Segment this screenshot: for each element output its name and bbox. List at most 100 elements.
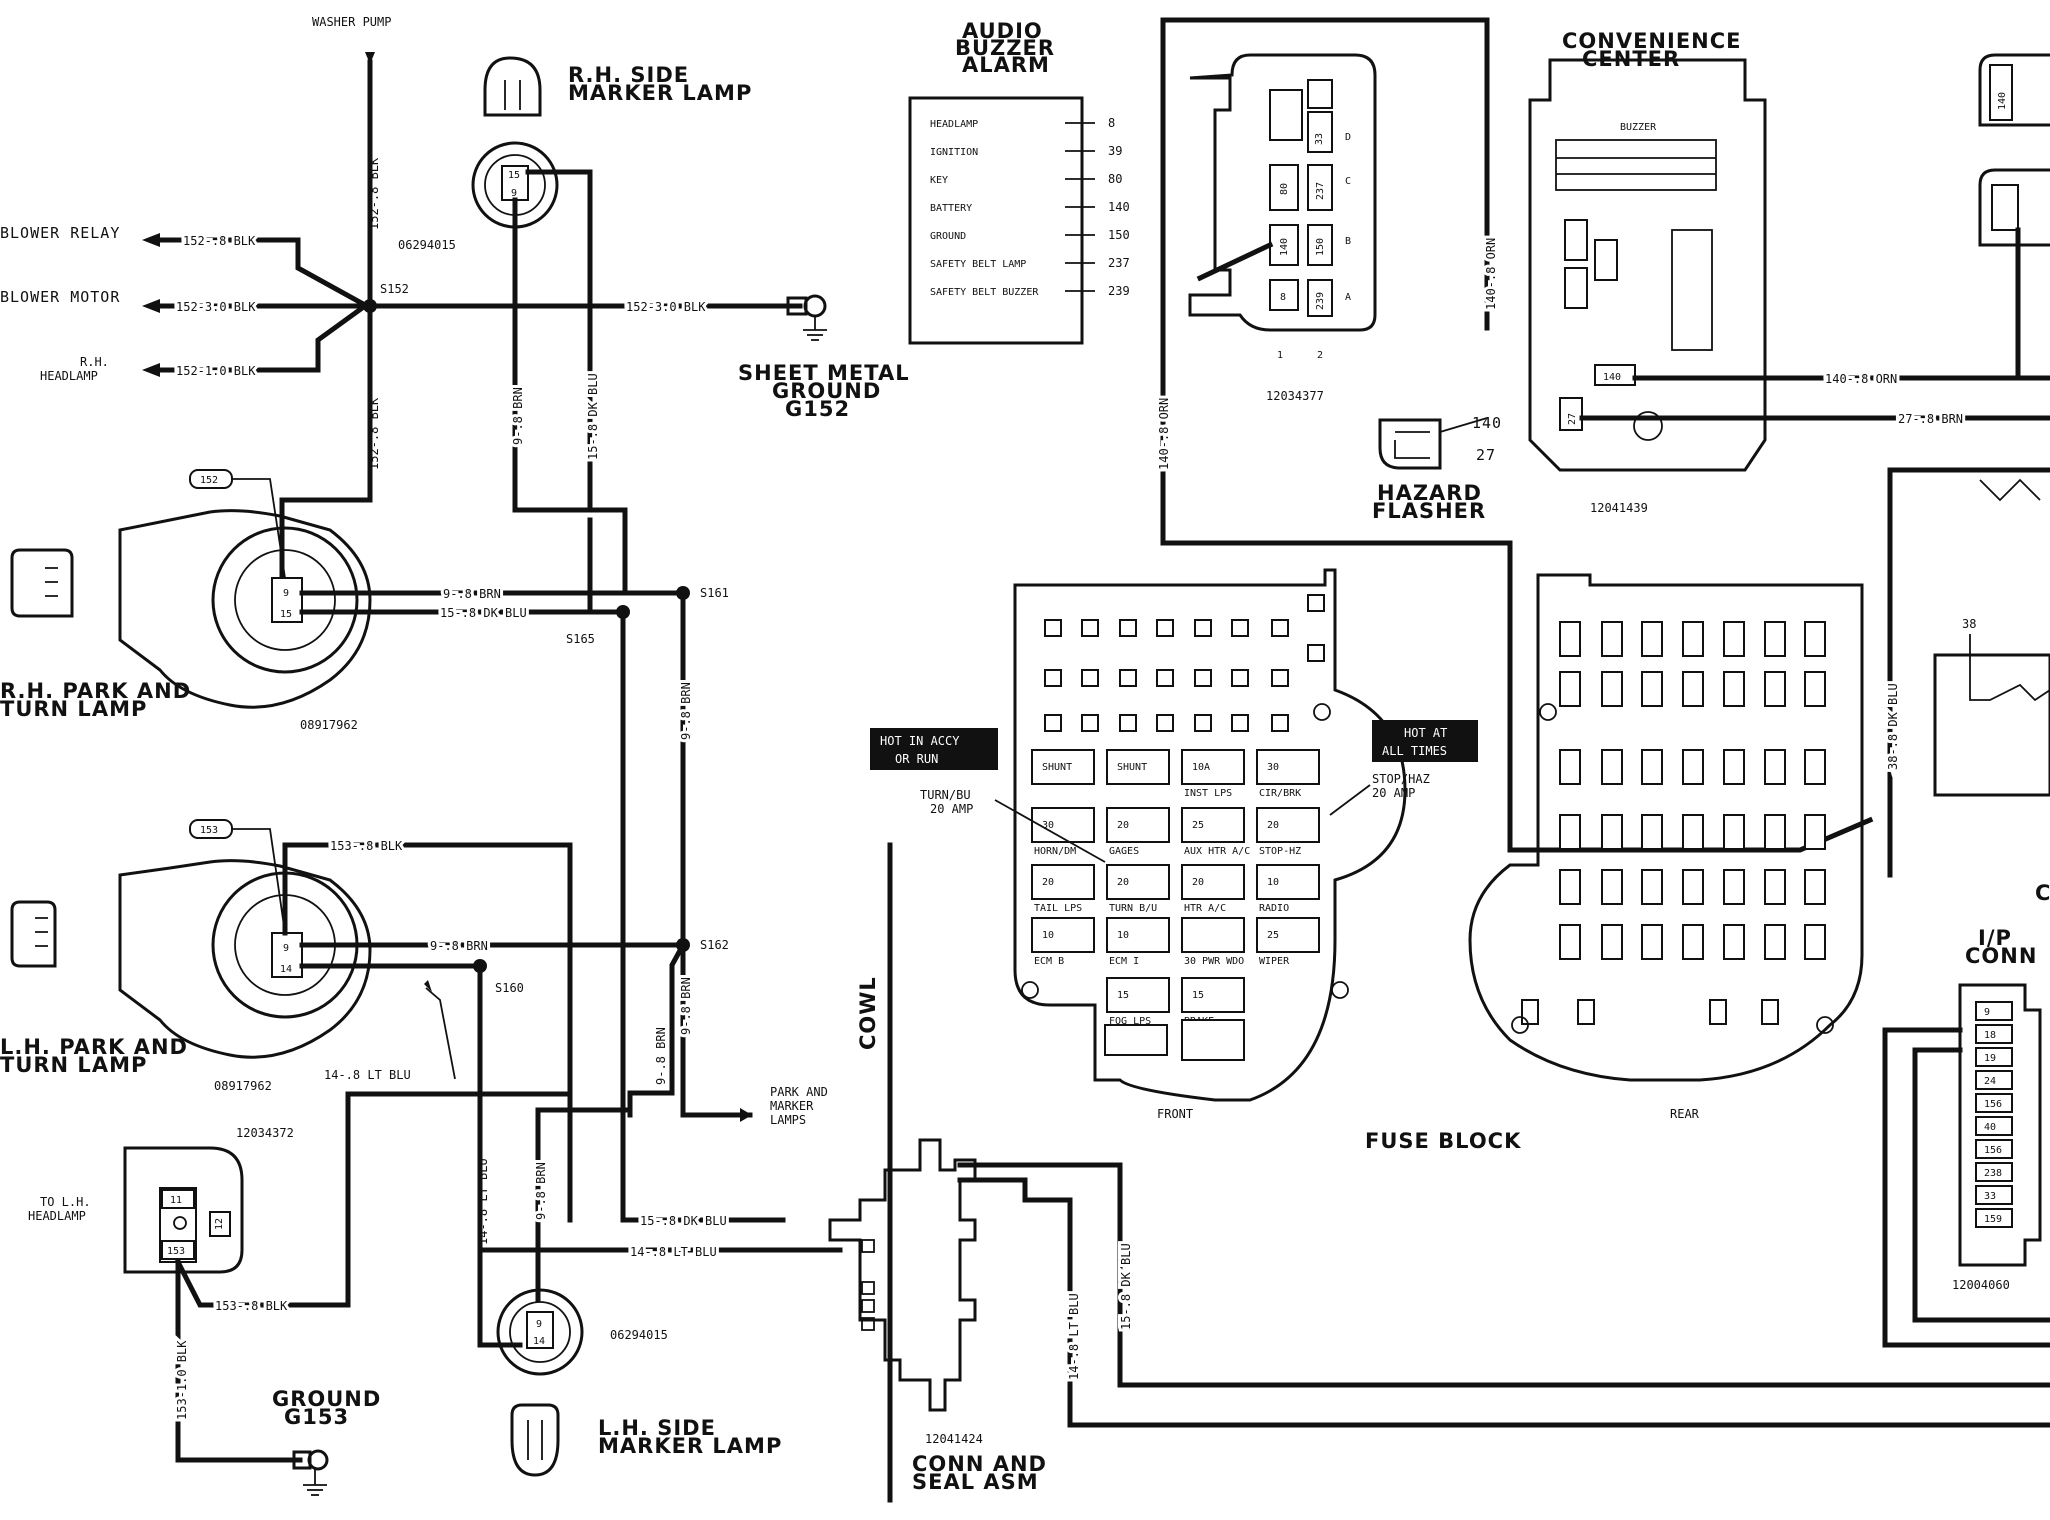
- conv-center-outline: [1528, 58, 1767, 472]
- fuse-name: ECM I: [1109, 956, 1139, 967]
- wire-153-1-blk: [175, 1259, 303, 1463]
- fuse-block-label: FUSE BLOCK: [1365, 1129, 1521, 1153]
- hazard-flasher-l1: HAZARD: [1377, 481, 1482, 505]
- conv-fuse-area: [1671, 229, 1713, 351]
- stop-haz-leader: [1329, 784, 1371, 816]
- lh-marker-pin-14: 14: [533, 1336, 545, 1347]
- audio-buzzer-l2: BUZZER: [955, 36, 1055, 60]
- fuse-amp: 20: [1042, 877, 1054, 888]
- tag-153-leader: [232, 828, 286, 934]
- relay-slot-a: [1269, 89, 1303, 141]
- wire-9-8-brn-v3: 9-.8 BRN: [679, 977, 693, 1035]
- fuse-amp: 10: [1042, 930, 1054, 941]
- lh-park-pin-9: 9: [283, 943, 289, 954]
- sheet-metal-ground-l3: G152: [785, 397, 850, 421]
- ltblu-leader-arrow: [424, 980, 432, 992]
- rear-terminal: [1804, 924, 1826, 960]
- ip-pin: [1975, 1208, 2013, 1228]
- buzzer-pin-name: IGNITION: [930, 147, 978, 158]
- rear-terminal: [1764, 814, 1786, 850]
- buzzer-pin-number: 150: [1108, 228, 1130, 242]
- right-relay-diamond: [1979, 478, 2041, 502]
- relay-150-label: 150: [1315, 238, 1326, 256]
- fuse-slot: [1256, 749, 1320, 785]
- relay-slot-239: [1307, 279, 1333, 317]
- relay-140-label: 140: [1279, 238, 1290, 256]
- ip-pin-label: 156: [1984, 1145, 2002, 1156]
- relay-239-label: 239: [1315, 292, 1326, 310]
- rh-park-pin-15: 15: [280, 609, 292, 620]
- lh-marker-lamp-inner: [509, 1301, 571, 1363]
- buzzer-pin-name: KEY: [930, 175, 948, 186]
- rear-terminal: [1521, 999, 1539, 1025]
- right-relay-box: [1933, 653, 2050, 797]
- wire-140-orn-loop: [1160, 17, 1490, 331]
- ip-pin-label: 19: [1984, 1053, 1996, 1064]
- washer-pump-arrow: [365, 52, 375, 64]
- fuse-slot: [1104, 1024, 1168, 1056]
- relay-slot-150: [1307, 224, 1333, 266]
- fuse-front-hole: [1331, 981, 1349, 999]
- rear-terminal: [1641, 814, 1663, 850]
- rh-park-part: 08917962: [300, 718, 358, 732]
- blower-relay-label: BLOWER RELAY: [0, 224, 120, 242]
- lh-park-connector-pins: [35, 917, 48, 947]
- conv-mount-hole: [1633, 411, 1663, 441]
- relay-slot: [1044, 669, 1062, 687]
- wire-15-8-dkblu-a: 15-.8 DK BLU: [586, 373, 600, 460]
- conv-buzzer-label: BUZZER: [1620, 122, 1657, 133]
- rear-terminal: [1723, 671, 1745, 707]
- lh-park-part: 08917962: [214, 1079, 272, 1093]
- wire-15-dkblu-conn: [620, 1207, 786, 1223]
- relay-slot: [1156, 714, 1174, 732]
- wire-14-8-ltblu-d: 14-.8 LT BLU: [1067, 1293, 1081, 1380]
- wire-9-8-brn-a: 9-.8 BRN: [511, 387, 525, 445]
- rear-terminal: [1641, 749, 1663, 785]
- ip-pin: [1975, 1116, 2013, 1136]
- sheet-metal-ground-l2: GROUND: [772, 379, 881, 403]
- stop-haz-l2: 20 AMP: [1372, 786, 1415, 800]
- relay-a-label: A: [1345, 292, 1351, 303]
- rh-headlamp-arrow: [142, 363, 160, 377]
- lh-park-terminal: [271, 932, 303, 978]
- buzzer-pin-number: 239: [1108, 284, 1130, 298]
- ip-pin: [1975, 1070, 2013, 1090]
- rh-park-connector-icon: [10, 548, 74, 618]
- ip-pin: [1975, 1185, 2013, 1205]
- relay-slot: [1044, 619, 1062, 637]
- relay-slot: [1156, 669, 1174, 687]
- fuse-amp: 20: [1192, 877, 1204, 888]
- fuse-amp: 10A: [1192, 762, 1210, 773]
- lh-park-connector-icon: [10, 900, 57, 968]
- lh-park-housing: [118, 859, 372, 1059]
- wire-153-blk: [282, 842, 573, 1223]
- stop-haz-l1: STOP/HAZ: [1372, 772, 1430, 786]
- fuse-callouts: HOT IN ACCY OR RUN HOT AT ALL TIMES TURN…: [870, 720, 1478, 863]
- fuse-amp: 10: [1117, 930, 1129, 941]
- g153-eyelet: [307, 1449, 329, 1471]
- wire-152-3-blk-label: 152-3.0 BLK: [176, 300, 256, 314]
- fuse-amp: 15: [1117, 990, 1129, 1001]
- lh-headlamp: 12034372 11 153 12 TO L.H. HEADLAMP 153-…: [28, 1091, 573, 1496]
- rh-park-connector-pins: [45, 567, 58, 597]
- rear-terminal: [1641, 621, 1663, 657]
- rear-terminal: [1682, 671, 1704, 707]
- ip-pin-label: 40: [1984, 1122, 1996, 1133]
- rear-terminal: [1723, 869, 1745, 905]
- wire-14-8-ltblu-c: 14-.8 LT BLU: [630, 1245, 717, 1259]
- wire-140-8-orn-c: 140-.8 ORN: [1825, 372, 1897, 386]
- conn-seal-l2: SEAL ASM: [912, 1470, 1039, 1494]
- fuse-slot: [1106, 977, 1170, 1013]
- rear-terminal: [1641, 924, 1663, 960]
- wire-14-ltblu-fuse: [957, 1177, 2050, 1428]
- lh-marker-connector-icon: [510, 1403, 560, 1477]
- fuse-name: INST LPS: [1184, 788, 1232, 799]
- rear-terminal: [1764, 869, 1786, 905]
- relay-center-block: 140-.8 ORN 140-.8 ORN 33 D 80 237 C 140 …: [1154, 17, 1874, 853]
- wire-9-8-brn-h: 9-.8 BRN: [443, 587, 501, 601]
- fuse-name: GAGES: [1109, 846, 1139, 857]
- conv-slot-38: [1564, 219, 1588, 261]
- wire-14-ltblu-conn: [477, 963, 843, 1253]
- fuse-name: STOP-HZ: [1259, 846, 1301, 857]
